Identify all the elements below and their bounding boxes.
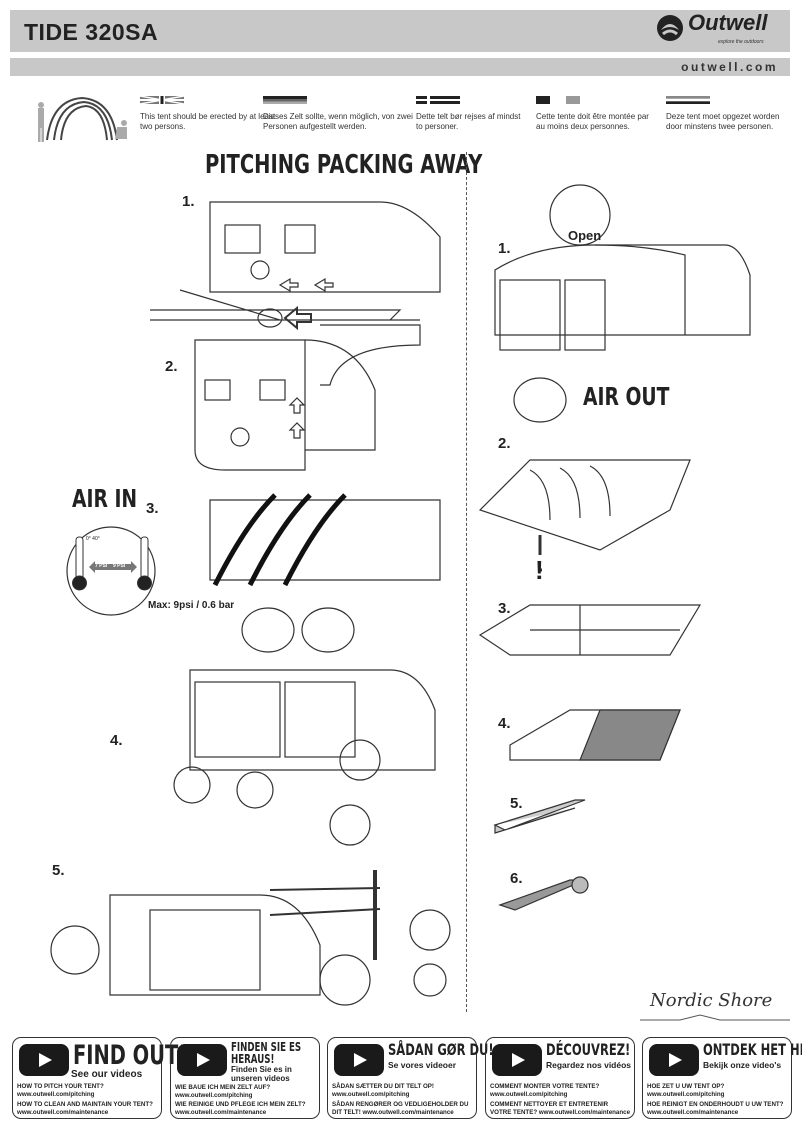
subheader-bar [10, 58, 790, 76]
pitch-step-3: 3. [146, 500, 159, 517]
temperature-pressure-icon [66, 526, 156, 616]
tent-step5-illustration [50, 870, 451, 1006]
folded-tent-step5 [493, 799, 586, 834]
caravan-step2-illustration [194, 339, 376, 471]
maintenance-link[interactable]: www.outwell.com/maintenance [17, 1109, 109, 1116]
psi-high: 9 PSI [113, 563, 126, 569]
dk-flag-icon [416, 96, 460, 104]
packing-illustrations [478, 184, 751, 911]
lang-note-en: This tent should be erected by at least … [139, 95, 280, 132]
outwell-logo-icon [657, 15, 683, 41]
pitching-illustrations [50, 201, 451, 1006]
lang-note-dk: Dette telt bør rejses af mindst to perso… [416, 96, 526, 132]
two-persons-erecting-icon [38, 96, 127, 142]
maintenance-link[interactable]: VOTRE TENTE? www.outwell.com/maintenance [490, 1109, 631, 1116]
play-icon[interactable] [492, 1044, 542, 1076]
play-icon[interactable] [334, 1044, 384, 1076]
pitching-link[interactable]: www.outwell.com/pitching [647, 1091, 725, 1098]
nordic-shore-logo: Nordic Shore [650, 990, 773, 1011]
pitching-link[interactable]: www.outwell.com/pitching [175, 1092, 253, 1099]
website: outwell.com [681, 60, 778, 74]
de-flag-icon [263, 96, 307, 104]
open-label: Open [568, 228, 602, 243]
pitch-step-2: 2. [165, 358, 178, 375]
play-icon[interactable] [177, 1044, 227, 1076]
video-box-de[interactable]: FINDEN SIE ES HERAUS!Finden Sie es in un… [170, 1037, 320, 1119]
brand-logo: Outwell [688, 10, 768, 35]
pitching-title: PITCHING PACKING AWAY [205, 150, 483, 180]
caravan-step3-illustration [209, 493, 441, 653]
warning-mark: ! [535, 555, 544, 585]
caravan-step1-illustration [150, 201, 441, 386]
maintenance-link[interactable]: DIT TELT! www.outwell.com/maintenance [332, 1109, 454, 1116]
maintenance-link[interactable]: www.outwell.com/maintenance [175, 1109, 267, 1116]
pitch-step-4: 4. [110, 732, 123, 749]
fr-flag-icon [536, 96, 580, 104]
divider-line [466, 152, 467, 1012]
flat-tent-step2 [478, 459, 691, 572]
tent-deflate-illustration [494, 184, 751, 423]
flat-tent-step4 [509, 709, 681, 761]
pitch-step-5: 5. [52, 862, 65, 879]
product-title: TIDE 320SA [24, 19, 159, 45]
pack-step-6: 6. [510, 870, 523, 887]
rolled-tent-step6 [498, 876, 589, 911]
nl-flag-icon [666, 96, 710, 104]
play-icon[interactable] [649, 1044, 699, 1076]
lang-note-nl: Deze tent moet opgezet worden door minst… [666, 96, 796, 132]
pack-step-3: 3. [498, 600, 511, 617]
nordic-shore-swoosh-icon [640, 1014, 790, 1021]
pack-step-4: 4. [498, 715, 511, 732]
temperature-label: 0° 40° [86, 536, 100, 542]
pack-step-1: 1. [498, 240, 511, 257]
pitching-link[interactable]: www.outwell.com/pitching [490, 1091, 568, 1098]
pack-step-5: 5. [510, 795, 523, 812]
pitch-step-1: 1. [182, 193, 195, 210]
maintenance-link[interactable]: www.outwell.com/maintenance [647, 1109, 739, 1116]
uk-flag-icon [139, 95, 185, 105]
pitching-link[interactable]: www.outwell.com/pitching [17, 1091, 95, 1098]
pitching-link[interactable]: www.outwell.com/pitching [332, 1091, 410, 1098]
lang-note-de: Dieses Zelt sollte, wenn möglich, von zw… [263, 96, 413, 132]
lang-note-fr: Cette tente doit être montée par au moin… [536, 96, 656, 132]
air-out-label: AIR OUT [583, 382, 670, 411]
max-pressure: Max: 9psi / 0.6 bar [148, 600, 235, 611]
air-in-label: AIR IN [72, 484, 138, 513]
brand-tagline: explore the outdoors [718, 39, 764, 45]
flat-tent-step3 [478, 604, 702, 656]
tent-step4-illustration [173, 669, 436, 846]
pack-step-2: 2. [498, 435, 511, 452]
play-icon[interactable] [19, 1044, 69, 1076]
psi-low: 7 PSI [95, 563, 108, 569]
